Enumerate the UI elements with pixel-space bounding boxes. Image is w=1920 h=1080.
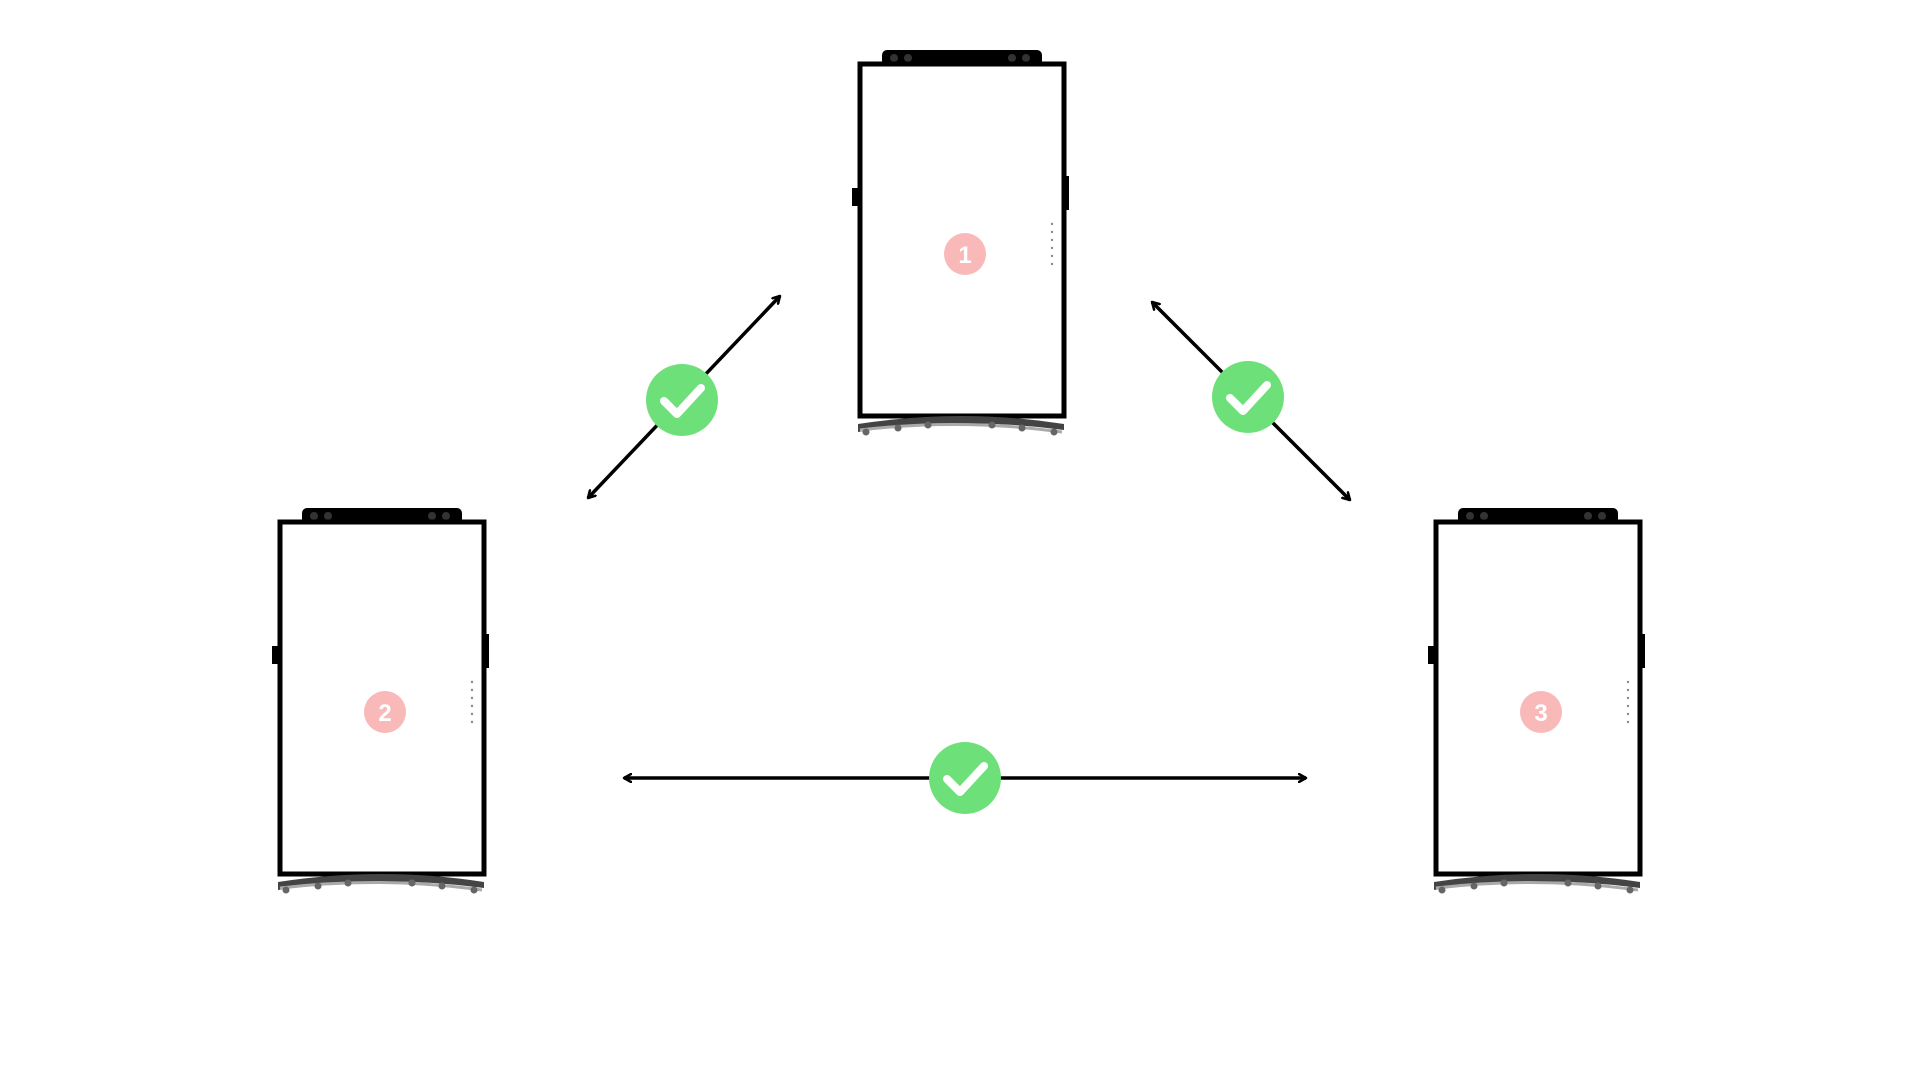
device-side-button-right — [1640, 634, 1645, 668]
check-circle-icon — [646, 364, 718, 436]
device-indicator-dots — [1050, 222, 1054, 266]
device-2: 2 — [272, 508, 489, 894]
device-label-1: 1 — [958, 242, 971, 269]
device-3: 3 — [1428, 508, 1645, 894]
check-circle-icon — [1212, 361, 1284, 433]
device-stand — [1434, 874, 1640, 894]
device-indicator-dots — [1626, 680, 1630, 724]
device-stand — [278, 874, 484, 894]
device-label-3: 3 — [1534, 700, 1547, 727]
device-label-badge-2: 2 — [364, 691, 406, 733]
device-label-badge-3: 3 — [1520, 691, 1562, 733]
device-side-button-left — [852, 188, 858, 206]
device-side-button-right — [1064, 176, 1069, 210]
device-side-button-left — [1428, 646, 1434, 664]
device-indicator-dots — [470, 680, 474, 724]
device-label-2: 2 — [378, 700, 391, 727]
device-1: 1 — [852, 50, 1069, 436]
device-label-badge-1: 1 — [944, 233, 986, 275]
device-stand — [858, 416, 1064, 436]
check-circle-icon — [929, 742, 1001, 814]
device-side-button-left — [272, 646, 278, 664]
device-side-button-right — [484, 634, 489, 668]
